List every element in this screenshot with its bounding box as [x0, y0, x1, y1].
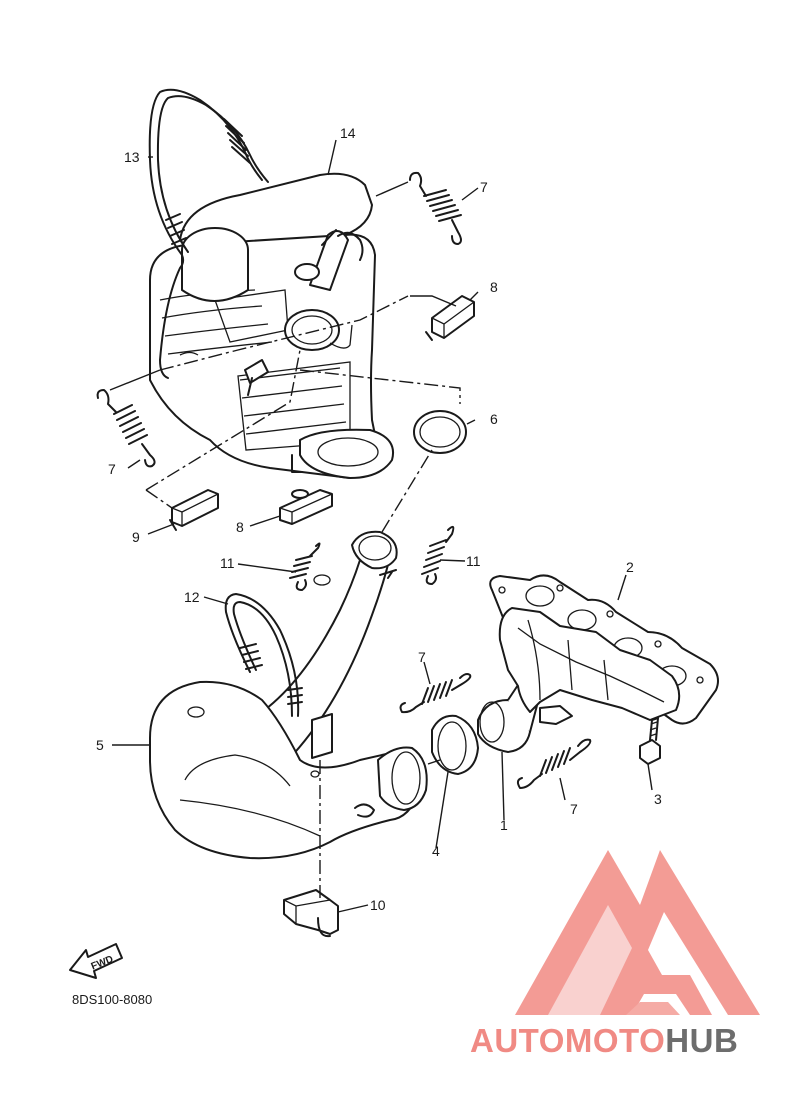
- strap-13: [148, 88, 269, 379]
- spring-7-middle: [399, 673, 472, 714]
- callout-5: 5: [96, 737, 104, 753]
- callout-11-left: 11: [220, 555, 235, 571]
- callout-8-top: 8: [490, 279, 498, 295]
- callout-9: 9: [132, 529, 140, 545]
- part-code: 8DS100-8080: [72, 992, 152, 1007]
- watermark-word-a: AUTOMOTO: [470, 1022, 665, 1059]
- spring-7-bottom: [516, 738, 592, 789]
- mount-8-bottom: [279, 489, 333, 525]
- watermark-word-b: HUB: [665, 1022, 738, 1059]
- callout-12: 12: [184, 589, 200, 605]
- callout-8-bottom: 8: [236, 519, 244, 535]
- spring-7-left: [96, 389, 156, 468]
- spring-11-left: [289, 542, 321, 591]
- gasket-6: [413, 410, 467, 454]
- callout-6: 6: [490, 411, 498, 427]
- ring-4: [431, 714, 479, 775]
- leader-lines: [109, 139, 653, 913]
- automotohub-logo-icon: [515, 850, 760, 1015]
- spring-11-right: [421, 525, 455, 585]
- clip-9: [169, 489, 219, 531]
- fwd-arrow-icon: FWD: [69, 943, 123, 979]
- callout-3: 3: [654, 791, 662, 807]
- callout-labels: 14 13 7 8 6 7 9 8 11 11 12 2 7 5 7 3 1 4…: [96, 125, 662, 913]
- callout-7-bottom: 7: [570, 801, 578, 817]
- callout-10: 10: [370, 897, 386, 913]
- exhaust-pipe-5: [149, 530, 428, 860]
- spring-7-top: [409, 171, 462, 245]
- callout-1: 1: [500, 817, 508, 833]
- callout-14: 14: [340, 125, 356, 141]
- bracket-10: [283, 889, 339, 938]
- callout-13: 13: [124, 149, 140, 165]
- callout-7-middle: 7: [418, 649, 426, 665]
- svg-text:AUTOMOTOHUB: AUTOMOTOHUB: [470, 1022, 738, 1059]
- strap-12: [224, 593, 303, 717]
- mount-8-top: [425, 295, 475, 341]
- callout-7-left: 7: [108, 461, 116, 477]
- bolt-3: [639, 717, 661, 765]
- callout-11-right: 11: [466, 553, 481, 569]
- callout-4: 4: [432, 843, 440, 859]
- exhaust-manifold: [498, 607, 681, 725]
- muffler-14: [149, 172, 394, 479]
- automotohub-watermark: AUTOMOTOHUB: [470, 1022, 738, 1059]
- callout-2: 2: [626, 559, 634, 575]
- callout-7-top: 7: [480, 179, 488, 195]
